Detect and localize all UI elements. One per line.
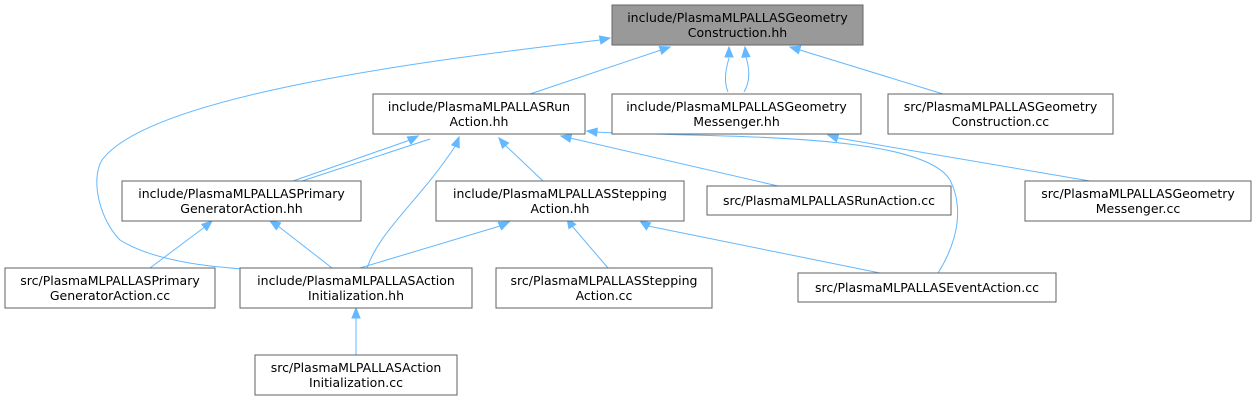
dependency-edge: [301, 138, 431, 182]
file-node-primary-cc[interactable]: src/PlasmaMLPALLASPrimaryGeneratorAction…: [4, 267, 216, 309]
node-box: [372, 93, 586, 135]
node-box: [611, 4, 864, 46]
dependency-edge: [277, 225, 333, 269]
node-box: [887, 93, 1114, 135]
file-node-geom-hh[interactable]: include/PlasmaMLPALLASGeometryConstructi…: [611, 4, 864, 46]
node-label-line1: include/PlasmaMLPALLASRun: [388, 99, 570, 114]
dependency-edge: [149, 225, 207, 269]
arrowhead: [268, 220, 282, 231]
node-label-line2: Messenger.cc: [1096, 201, 1181, 216]
node-label-line2: Initialization.cc: [309, 375, 403, 390]
dependency-edge: [569, 137, 779, 187]
arrowhead: [351, 306, 361, 319]
dependency-edge: [292, 139, 411, 182]
dependency-edge: [595, 131, 959, 274]
node-label-line2: Construction.hh: [688, 25, 787, 40]
node-label-line1: src/PlasmaMLPALLASStepping: [511, 273, 698, 288]
arrowhead: [200, 220, 214, 232]
node-box: [254, 354, 458, 396]
node-box: [611, 93, 862, 135]
node-label-line1: include/PlasmaMLPALLASGeometry: [627, 10, 848, 25]
arrowhead: [638, 220, 652, 231]
arrowhead: [658, 45, 672, 55]
node-label-line1: include/PlasmaMLPALLASPrimary: [138, 186, 345, 201]
file-node-run-hh[interactable]: include/PlasmaMLPALLASRunAction.hh: [372, 93, 586, 135]
dependency-edge: [725, 57, 730, 93]
node-label-line1: src/PlasmaMLPALLASRunAction.cc: [723, 193, 935, 208]
node-label-line2: Initialization.hh: [308, 288, 404, 303]
node-box: [4, 267, 216, 309]
dependency-edge: [359, 225, 501, 269]
file-nodes: include/PlasmaMLPALLASGeometryConstructi…: [4, 4, 1252, 396]
node-label-line2: GeneratorAction.hh: [180, 201, 302, 216]
dependency-edge: [743, 56, 750, 93]
node-label-line1: src/PlasmaMLPALLASAction: [271, 360, 442, 375]
node-label-line1: include/PlasmaMLPALLASStepping: [453, 186, 667, 201]
file-node-actinit-cc[interactable]: src/PlasmaMLPALLASActionInitialization.c…: [254, 354, 458, 396]
node-box: [1024, 180, 1252, 222]
arrowhead: [724, 45, 734, 58]
dependency-edge: [96, 39, 601, 271]
dependency-edge: [647, 225, 881, 274]
arrowhead: [585, 127, 598, 137]
dependency-edge: [799, 49, 944, 95]
node-box: [435, 180, 685, 222]
dependency-edge: [504, 144, 544, 182]
file-node-geommsg-hh[interactable]: include/PlasmaMLPALLASGeometryMessenger.…: [611, 93, 862, 135]
node-label-line2: Action.hh: [450, 114, 509, 129]
file-node-primary-hh[interactable]: include/PlasmaMLPALLASPrimaryGeneratorAc…: [121, 180, 362, 222]
node-label-line2: Action.cc: [576, 288, 633, 303]
node-box: [797, 272, 1057, 303]
node-label-line1: src/PlasmaMLPALLASPrimary: [20, 273, 200, 288]
node-label-line1: src/PlasmaMLPALLASGeometry: [1041, 186, 1235, 201]
arrowhead: [450, 135, 460, 149]
dependency-edge: [529, 49, 662, 95]
dependency-edges: [96, 35, 1091, 355]
arrowhead: [598, 35, 612, 45]
dependency-edge: [366, 144, 457, 269]
node-label-line2: Construction.cc: [952, 114, 1049, 129]
arrowhead: [741, 45, 751, 58]
node-label-line1: include/PlasmaMLPALLASAction: [257, 273, 455, 288]
file-node-geom-cc[interactable]: src/PlasmaMLPALLASGeometryConstruction.c…: [887, 93, 1114, 135]
arrowhead: [406, 135, 420, 145]
node-label-line1: include/PlasmaMLPALLASGeometry: [626, 99, 847, 114]
file-node-run-cc[interactable]: src/PlasmaMLPALLASRunAction.cc: [706, 185, 952, 216]
dependency-edge: [837, 137, 1091, 182]
node-box: [239, 267, 473, 309]
arrowhead: [826, 133, 840, 143]
arrowhead: [559, 133, 573, 143]
node-label-line1: src/PlasmaMLPALLASGeometry: [904, 99, 1098, 114]
node-box: [706, 185, 952, 216]
node-label-line1: src/PlasmaMLPALLASEventAction.cc: [815, 280, 1039, 295]
node-box: [495, 267, 713, 309]
node-label-line2: Messenger.hh: [693, 114, 780, 129]
arrowhead: [788, 45, 802, 55]
dependency-edge: [571, 225, 609, 269]
node-label-line2: Action.hh: [531, 201, 590, 216]
file-node-event-cc[interactable]: src/PlasmaMLPALLASEventAction.cc: [797, 272, 1057, 303]
file-node-actinit-hh[interactable]: include/PlasmaMLPALLASActionInitializati…: [239, 267, 473, 309]
node-box: [121, 180, 362, 222]
arrowhead: [497, 221, 511, 231]
arrowhead: [498, 136, 510, 150]
node-label-line2: GeneratorAction.cc: [50, 288, 170, 303]
